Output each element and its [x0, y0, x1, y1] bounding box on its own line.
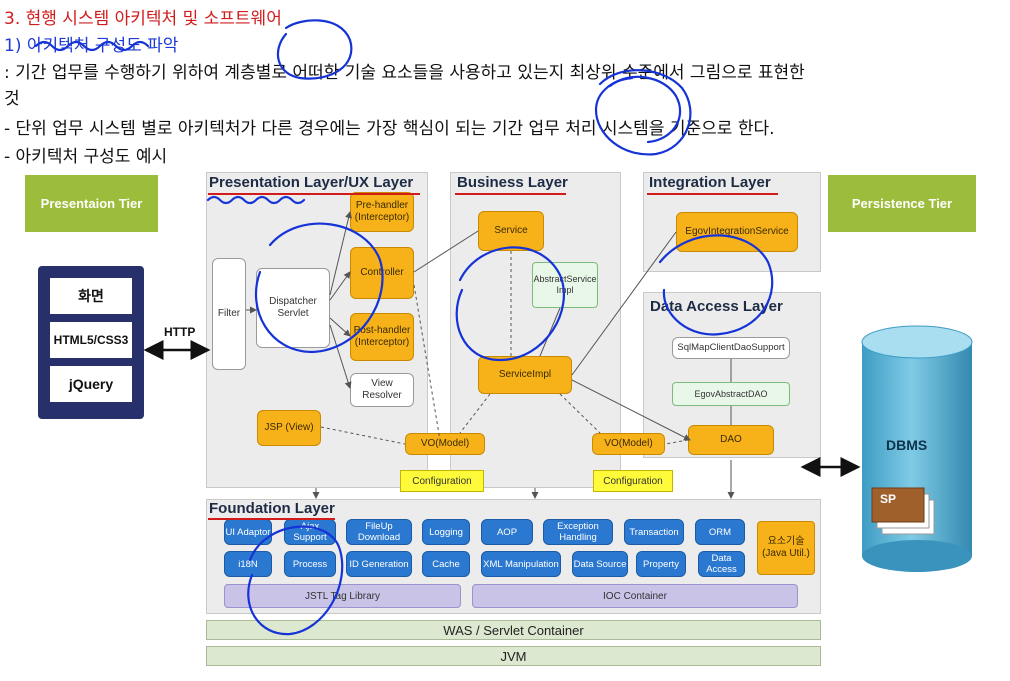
- java-util-box: 요소기술 (Java Util.): [757, 521, 815, 575]
- logging-box: Logging: [422, 519, 470, 545]
- section-subtitle: 1) 아키텍처 구성도 파악: [4, 36, 179, 56]
- orm-box: ORM: [695, 519, 745, 545]
- configuration-box-2: Configuration: [593, 470, 673, 492]
- screen-item: 화면: [50, 278, 132, 314]
- persistence-tier-label: Persistence Tier: [828, 175, 976, 232]
- presentation-layer-title: Presentation Layer/UX Layer: [209, 174, 414, 191]
- jstl-tag-library-box: JSTL Tag Library: [224, 584, 461, 608]
- page-title: 3. 현행 시스템 아키텍처 및 소프트웨어: [4, 9, 282, 29]
- client-panel: 화면 HTML5/CSS3 jQuery: [38, 266, 144, 419]
- service-box: Service: [478, 211, 544, 251]
- sqlmap-dao-support-box: SqlMapClientDaoSupport: [672, 337, 790, 359]
- vo-model-box-1: VO(Model): [405, 433, 485, 455]
- controller-box: Controller: [350, 247, 414, 299]
- dbms-label: DBMS: [886, 437, 928, 453]
- transaction-box: Transaction: [624, 519, 684, 545]
- post-handler-box: Post-handler (Interceptor): [350, 313, 414, 361]
- fileup-download-box: FileUp Download: [346, 519, 412, 545]
- property-box: Property: [636, 551, 686, 577]
- ioc-container-box: IOC Container: [472, 584, 798, 608]
- description-line-1: : 기간 업무를 수행하기 위하여 계층별로 어떠한 기술 요소들을 사용하고 …: [4, 63, 805, 83]
- description-line-2: - 단위 업무 시스템 별로 아키텍처가 다른 경우에는 가장 핵심이 되는 기…: [4, 119, 775, 139]
- ajax-support-box: Ajax Support: [284, 519, 336, 545]
- data-access-box: Data Access: [698, 551, 745, 577]
- xml-manipulation-box: XML Manipulation: [481, 551, 561, 577]
- jsp-view-box: JSP (View): [257, 410, 321, 446]
- view-resolver-box: View Resolver: [350, 373, 414, 407]
- process-box: Process: [284, 551, 336, 577]
- vo-model-box-2: VO(Model): [592, 433, 665, 455]
- jvm-bar: JVM: [206, 646, 821, 666]
- i18n-box: i18N: [224, 551, 272, 577]
- integration-layer-title: Integration Layer: [649, 174, 771, 191]
- abstract-service-impl-box: AbstractService Impl: [532, 262, 598, 308]
- jquery-item: jQuery: [50, 366, 132, 402]
- filter-box: Filter: [212, 258, 246, 370]
- dbms-cylinder-shape: [861, 325, 973, 572]
- foundation-layer-title: Foundation Layer: [209, 500, 335, 517]
- presentation-tier-label: Presentaion Tier: [25, 175, 158, 232]
- data-source-box: Data Source: [572, 551, 628, 577]
- exception-handling-box: Exception Handling: [543, 519, 613, 545]
- dao-box: DAO: [688, 425, 774, 455]
- sp-label: SP: [880, 492, 897, 506]
- dbms-cylinder: [860, 324, 974, 574]
- pre-handler-box: Pre-handler (Interceptor): [350, 192, 414, 232]
- dispatcher-servlet-box: Dispatcher Servlet: [256, 268, 330, 348]
- description-line-3: - 아키텍처 구성도 예시: [4, 147, 168, 167]
- cache-box: Cache: [422, 551, 470, 577]
- configuration-box-1: Configuration: [400, 470, 484, 492]
- egov-integration-service-box: EgovIntegrationService: [676, 212, 798, 252]
- egov-abstract-dao-box: EgovAbstractDAO: [672, 382, 790, 406]
- ui-adaptor-box: UI Adaptor: [224, 519, 272, 545]
- data-access-layer-title: Data Access Layer: [650, 298, 783, 315]
- description-line-1b: 것: [4, 89, 20, 109]
- was-servlet-container-bar: WAS / Servlet Container: [206, 620, 821, 640]
- http-label: HTTP: [164, 325, 196, 339]
- id-generation-box: ID Generation: [346, 551, 412, 577]
- service-impl-box: ServiceImpl: [478, 356, 572, 394]
- business-layer-title: Business Layer: [457, 174, 568, 191]
- html5-css3-item: HTML5/CSS3: [50, 322, 132, 358]
- aop-box: AOP: [481, 519, 533, 545]
